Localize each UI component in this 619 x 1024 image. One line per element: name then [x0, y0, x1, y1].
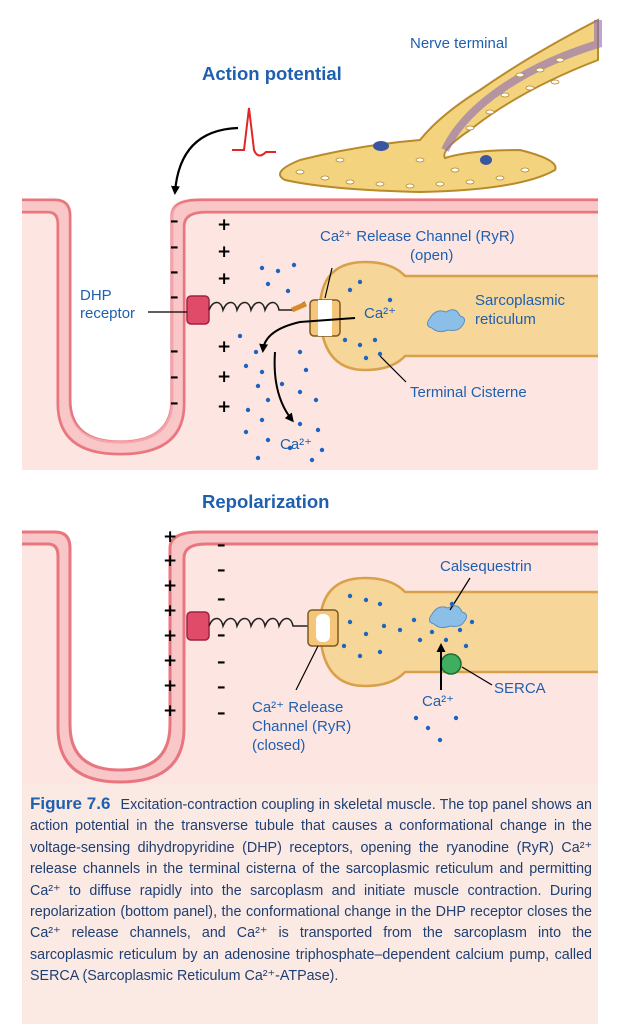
serca-pump — [440, 653, 462, 675]
sign: – — [217, 560, 226, 580]
t-tubule-lumen — [22, 186, 598, 440]
serca-label: SERCA — [494, 680, 546, 697]
sign: + — [163, 551, 177, 571]
figure-caption: Figure 7.6 Excitation-contraction coupli… — [30, 793, 592, 988]
caption-box — [22, 784, 598, 1024]
sign: – — [217, 652, 226, 672]
calsequestrin-top — [426, 309, 466, 333]
action-potential-arrow — [170, 126, 239, 195]
sign: + — [217, 367, 231, 387]
action-potential-spike — [232, 107, 276, 157]
ryr-open-label-line2: (open) — [410, 247, 453, 264]
repolarization-title: Repolarization — [202, 491, 329, 512]
sarcolemma-outer-bottom — [22, 530, 598, 772]
terminal-cisterne-leader — [379, 355, 407, 383]
nerve-terminal-label: Nerve terminal — [410, 35, 508, 52]
calcium-ions-bottom — [341, 593, 475, 743]
top-tubule-signs: – – – – – – – — [170, 211, 179, 413]
figure-number: Figure 7.6 — [30, 794, 111, 813]
sr-label-line1: Sarcoplasmic — [475, 292, 566, 309]
ca-pump-label: Ca²⁺ — [422, 693, 454, 710]
bottom-tubule-signs: + + + + + + + + — [163, 527, 177, 721]
caption-text: Excitation-contraction coupling in skele… — [30, 797, 592, 985]
sign: – — [170, 287, 179, 307]
ca-release-arrow-in — [259, 317, 356, 353]
sign: – — [217, 535, 226, 555]
sign: + — [217, 397, 231, 417]
sign: – — [170, 237, 179, 257]
ca-inside-sr-label: Ca²⁺ — [364, 305, 396, 322]
sign: – — [217, 625, 226, 645]
dhp-receptor-bottom — [186, 611, 210, 641]
top-sarcoplasm-signs: + + + + + + — [217, 215, 231, 417]
sign: + — [217, 215, 231, 235]
sign: – — [217, 703, 226, 723]
sarcolemma-inner — [22, 210, 598, 456]
ryr-channel-closed — [307, 609, 339, 647]
sign: + — [217, 337, 231, 357]
sign: – — [217, 589, 226, 609]
ryr-closed-leader — [295, 645, 319, 691]
ryr-channel-open — [291, 299, 341, 337]
bottom-panel: Repolarization Calsequestrin SERCA Ca²⁺ … — [22, 491, 598, 784]
sign: – — [170, 367, 179, 387]
sr-label-line2: reticulum — [475, 311, 536, 328]
sign: – — [170, 262, 179, 282]
dhp-label-line1: DHP — [80, 287, 112, 304]
calsequestrin-bottom — [428, 605, 468, 629]
ca-released-label: Ca²⁺ — [280, 436, 312, 453]
sign: – — [170, 211, 179, 231]
dhp-ryr-linker-top — [208, 301, 306, 313]
sign: + — [163, 626, 177, 646]
nerve-terminal — [279, 18, 602, 194]
dhp-ryr-linker-bottom — [208, 617, 308, 629]
sign: + — [217, 269, 231, 289]
dhp-receptor-top — [186, 295, 210, 325]
dhp-label-line2: receptor — [80, 305, 135, 322]
serca-leader — [461, 666, 493, 686]
sign: + — [163, 601, 177, 621]
bottom-sarcoplasm-signs: – – – – – – – — [217, 535, 226, 723]
sign: + — [217, 242, 231, 262]
sign: + — [163, 576, 177, 596]
sign: + — [163, 651, 177, 671]
sign: + — [163, 527, 177, 547]
action-potential-title: Action potential — [202, 63, 342, 84]
ca-release-arrow-down — [273, 351, 294, 423]
ryr-open-leader — [324, 267, 333, 299]
ryr-closed-label-line1: Ca²⁺ Release — [252, 699, 343, 716]
diagram-canvas: Action potential Nerve terminal Ca²⁺ Rel… — [22, 18, 602, 784]
sign: – — [170, 393, 179, 413]
calsequestrin-label: Calsequestrin — [440, 558, 532, 575]
calcium-ions-top — [237, 262, 393, 463]
ryr-closed-label-line3: (closed) — [252, 737, 305, 754]
sarcolemma-inner-bottom — [22, 542, 598, 784]
sign: – — [217, 677, 226, 697]
terminal-cisterne-label: Terminal Cisterne — [410, 384, 527, 401]
sign: + — [163, 701, 177, 721]
ryr-closed-label-line2: Channel (RyR) — [252, 718, 351, 735]
sign: – — [170, 341, 179, 361]
sign: + — [163, 676, 177, 696]
top-panel: Action potential Nerve terminal Ca²⁺ Rel… — [22, 18, 602, 470]
ryr-open-label-line1: Ca²⁺ Release Channel (RyR) — [320, 228, 515, 245]
